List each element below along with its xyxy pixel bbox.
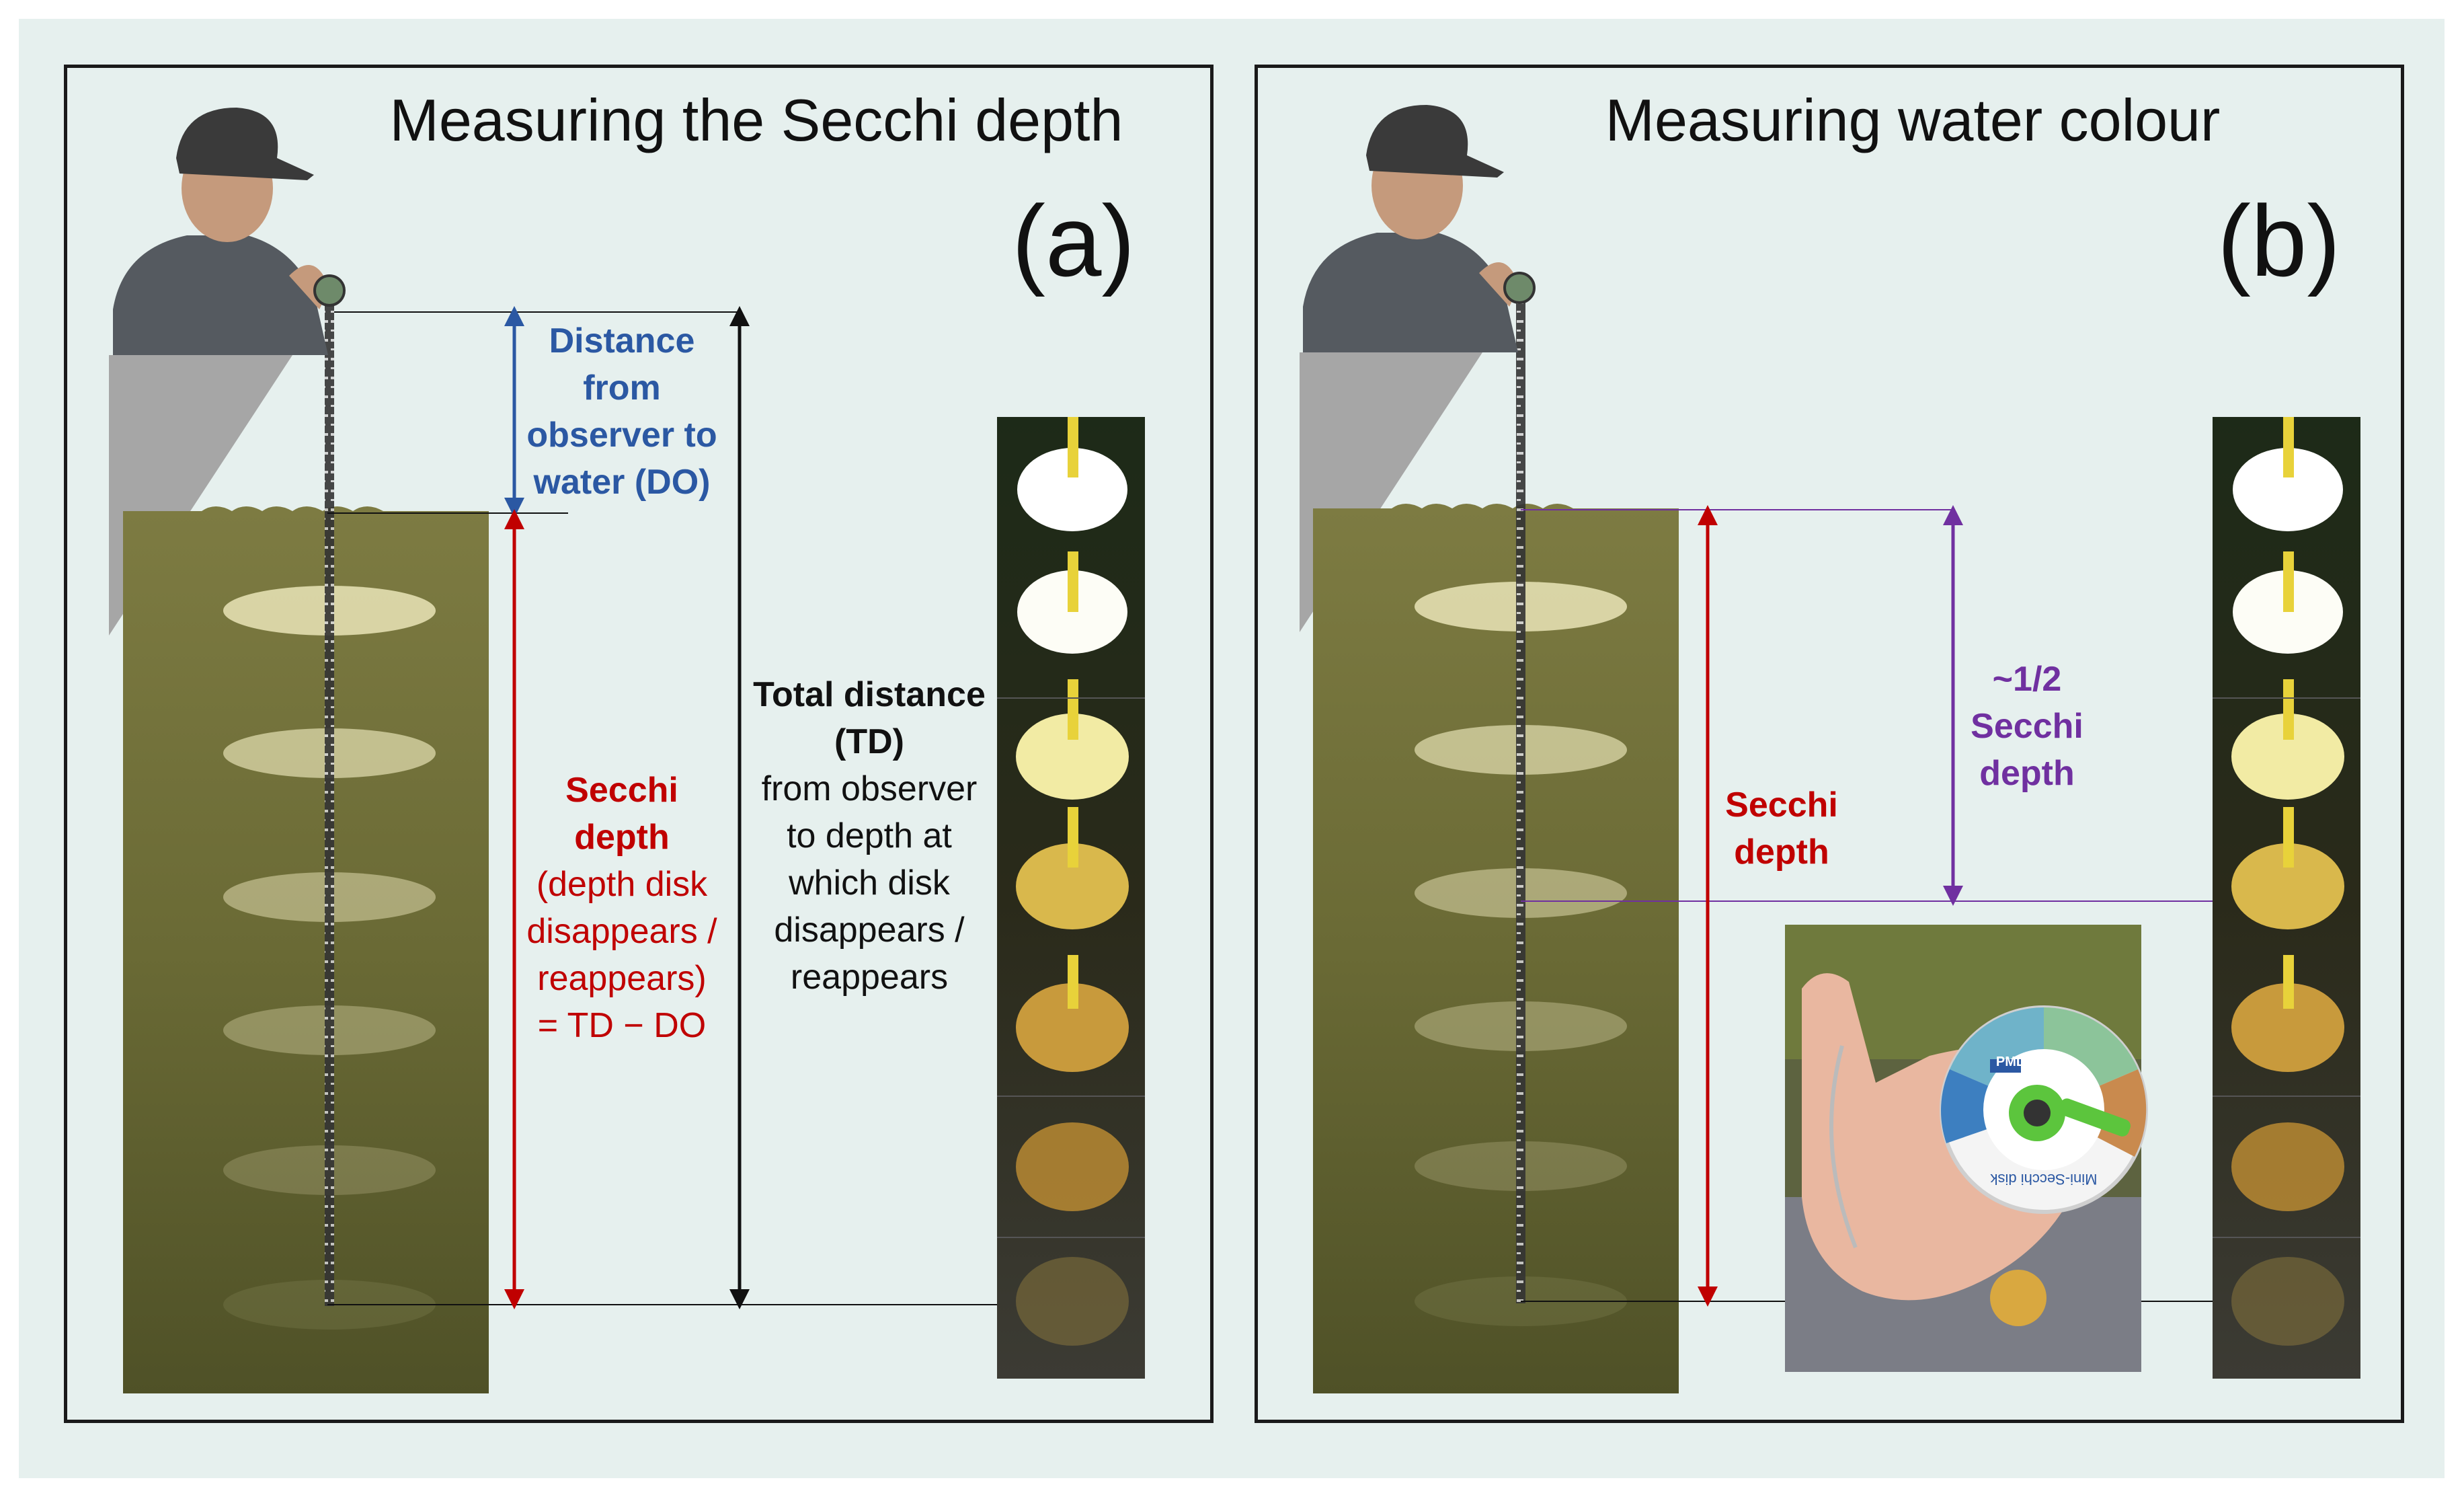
water-column-a [123,511,489,1393]
secchi-depth-label-a: Secchi depth (depth disk disappears / re… [518,767,726,1049]
panel-a-scene [109,108,1145,1393]
secchi-label-line: Secchi [565,771,678,810]
disk-photo-strip-a [997,417,1145,1379]
panel-a-frame [64,65,1214,1423]
do-label-line: water (DO) [533,463,711,502]
secchi-label-line: disappears / [526,912,717,951]
observer-a [113,108,346,355]
panel-b-frame [1255,65,2404,1423]
panel-b-letter: (b) [2217,184,2341,297]
secchi-label-line: (depth disk [536,865,708,904]
half-label-line: depth [1979,754,2075,793]
td-label: Total distance (TD) from observer to dep… [745,671,994,1001]
td-label-line: disappears / [774,911,965,950]
panel-b-title: Measuring water colour [1605,87,2221,153]
mini-secchi-photo [1785,925,2148,1372]
do-label-line: observer to [526,416,717,455]
half-label-line: ~1/2 [1992,660,2062,699]
td-label-line: reappears [790,958,949,997]
measuring-tape-b [1516,301,1525,1303]
water-column-b [1313,508,1679,1393]
panel-a-title: Measuring the Secchi depth [389,87,1123,153]
secchi-label-line: = TD − DO [537,1006,707,1045]
td-label-line: from observer [761,769,978,808]
measuring-tape-a [325,304,334,1306]
observer-b [1303,105,1536,352]
secchi-label-line: depth [574,818,670,857]
do-label-line: from [583,369,661,408]
secchi-label-line: reappears) [537,959,707,998]
half-secchi-label: ~1/2 Secchi depth [1960,656,2094,797]
td-label-line: Total distance [753,675,986,714]
td-label-line: which disk [789,863,950,903]
device-text: Mini-Secchi disk [1990,1171,2098,1188]
do-label-line: Distance [549,321,695,360]
secchi-label-line: depth [1734,833,1829,872]
device-logo: PML [1995,1054,2025,1069]
panel-b-scene [1300,105,2360,1393]
secchi-depth-label-b: Secchi depth [1718,781,1845,876]
do-label: Distance from observer to water (DO) [511,317,733,506]
td-label-line: to depth at [787,816,952,855]
disk-photo-strip-b [2213,417,2360,1379]
panel-a-letter: (a) [1012,184,1136,297]
secchi-label-line: Secchi [1725,785,1838,824]
td-label-line: (TD) [834,722,904,761]
half-label-line: Secchi [1971,707,2083,746]
